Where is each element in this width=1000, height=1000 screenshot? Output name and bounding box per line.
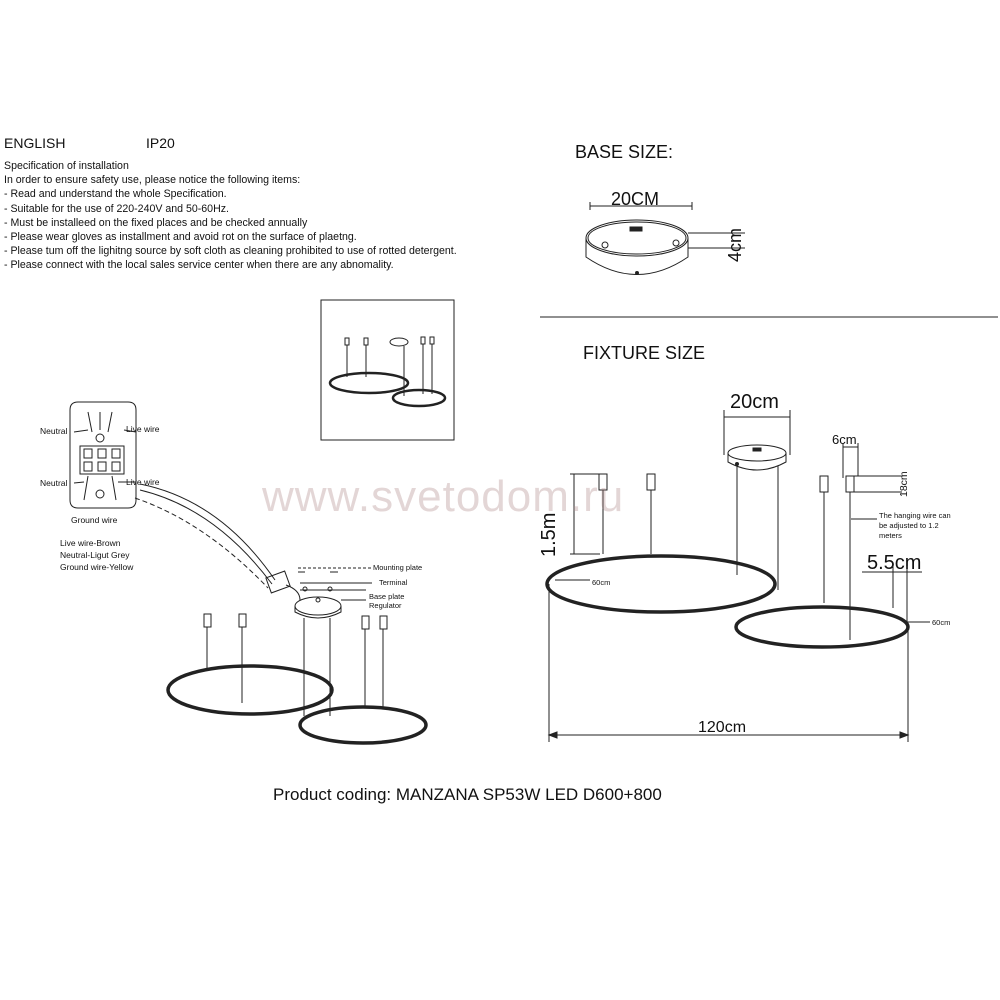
- ip-rating: IP20: [146, 135, 175, 151]
- spec-title: Specification of installation: [4, 160, 129, 172]
- watermark: www.svetodom.ru: [262, 472, 625, 521]
- spec-line: - Please connect with the local sales se…: [4, 259, 394, 272]
- mounting-plate-label: Mounting plate: [373, 563, 423, 572]
- wire-color-legend: Live wire-Brown Neutral-Ligut Grey Groun…: [60, 537, 133, 573]
- base-size-title: BASE SIZE:: [575, 142, 674, 162]
- terminal-label: Terminal: [379, 578, 408, 587]
- wire-bundle: [134, 483, 276, 589]
- inset-preview: [320, 299, 455, 441]
- spec-line: - Suitable for the use of 220-240V and 5…: [4, 202, 229, 215]
- spec-line: - Please tum off the lighitng source by …: [4, 245, 457, 258]
- legend-line: Ground wire-Yellow: [60, 562, 134, 572]
- ground-wire-label: Ground wire: [71, 515, 118, 525]
- note-line: The hanging wire can: [879, 511, 951, 520]
- fixture-drawing: [545, 410, 930, 742]
- specification-text: Specification of installation In order t…: [4, 159, 457, 273]
- live-top-label: Live wire: [126, 424, 160, 434]
- neutral-top-label: Neutral: [40, 426, 68, 436]
- total-width-label: 120cm: [698, 719, 747, 736]
- spec-line: - Please wear gloves as installment and …: [4, 231, 357, 244]
- assembly-drawing: [166, 567, 428, 745]
- regulator-label: Regulator: [369, 601, 402, 610]
- spec-line: - Must be installeed on the fixed places…: [4, 216, 308, 229]
- ring-b-label: 60cm: [932, 618, 951, 627]
- spec-line: In order to ensure safety use, please no…: [4, 174, 301, 187]
- base-width-label: 20CM: [611, 189, 660, 209]
- canopy-width-label: 20cm: [730, 391, 779, 413]
- live-bottom-label: Live wire: [126, 477, 160, 487]
- note-line: meters: [879, 531, 902, 540]
- fixture-size-title: FIXTURE SIZE: [583, 343, 706, 363]
- legend-line: Live wire-Brown: [60, 538, 121, 548]
- neutral-bottom-label: Neutral: [40, 478, 68, 488]
- language-label: ENGLISH: [4, 135, 66, 151]
- base-plate-label: Base plate: [369, 592, 405, 601]
- note-line: be adjusted to 1.2: [879, 521, 939, 530]
- ring-profile-label: 5.5cm: [867, 552, 922, 574]
- product-coding: Product coding: MANZANA SP53W LED D600+8…: [273, 785, 662, 804]
- base-canopy-drawing: [585, 202, 745, 275]
- spec-line: - Read and understand the whole Specific…: [4, 188, 227, 201]
- terminal-block-drawing: [69, 401, 137, 509]
- hanging-wire-note: The hanging wire can be adjusted to 1.2 …: [879, 511, 951, 541]
- ring-a-label: 60cm: [592, 578, 611, 587]
- legend-line: Neutral-Ligut Grey: [60, 550, 130, 560]
- clamp-width-label: 6cm: [832, 432, 857, 447]
